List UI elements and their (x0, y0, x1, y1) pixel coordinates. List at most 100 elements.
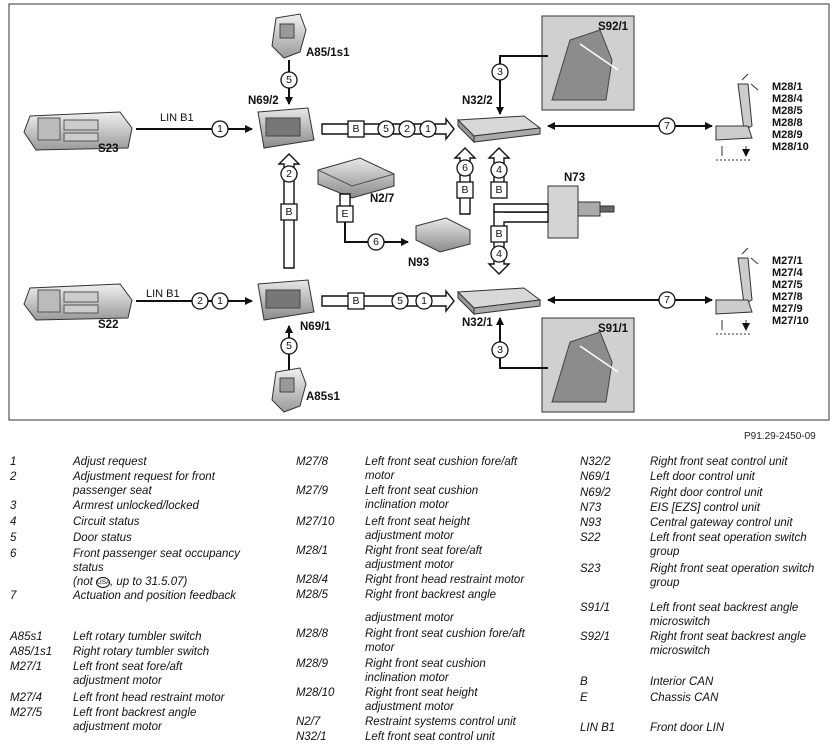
seat-control-unit-left (456, 287, 542, 316)
svg-text:1: 1 (421, 295, 427, 307)
motor-list-left: M27/1 M27/4 M27/5 M27/8 M27/9 M27/10 (772, 255, 809, 327)
restraint-control-unit (317, 157, 395, 199)
label-s92-1: S92/1 (598, 21, 629, 33)
signal-number: 4 (490, 245, 508, 263)
svg-text:B: B (495, 228, 502, 240)
svg-text:M28/9: M28/9 (772, 129, 803, 141)
label-n2-7: N2/7 (370, 193, 394, 205)
label-s91-1: S91/1 (598, 323, 629, 335)
svg-text:B: B (461, 184, 468, 196)
svg-text:M27/10: M27/10 (772, 315, 809, 327)
svg-text:3: 3 (497, 344, 503, 356)
signal-numbers: 1 2 1 5 5 2 5 2 1 5 1 6 6 4 4 3 3 7 7 (191, 63, 676, 359)
figure-reference: P91.29-2450-09 (744, 431, 816, 442)
bus-tag-b: B (490, 181, 508, 199)
svg-text:2: 2 (286, 168, 292, 180)
svg-text:M28/5: M28/5 (772, 105, 803, 117)
signal-number: 2 (191, 292, 209, 310)
svg-text:6: 6 (462, 162, 468, 174)
signal-number: 1 (211, 120, 229, 138)
svg-text:B: B (352, 123, 359, 135)
label-n69-2: N69/2 (248, 95, 279, 107)
svg-text:2: 2 (404, 123, 410, 135)
svg-text:B: B (495, 184, 502, 196)
door-control-unit-right (257, 107, 315, 149)
svg-text:B: B (285, 206, 292, 218)
block-diagram: S23 S22 A85/1s1 A85s1 N69/2 N69/1 N2/7 N… (8, 3, 830, 421)
usa-badge-icon: USA (96, 577, 111, 588)
label-n32-1: N32/1 (462, 317, 493, 329)
diagram-frame (8, 3, 830, 421)
signal-number: 6 (456, 159, 474, 177)
svg-text:M28/8: M28/8 (772, 117, 803, 129)
svg-text:B: B (352, 295, 359, 307)
svg-text:3: 3 (497, 66, 503, 78)
svg-text:M27/1: M27/1 (772, 255, 803, 267)
signal-number: 5 (280, 71, 298, 89)
label-n69-1: N69/1 (300, 321, 331, 333)
label-s23: S23 (98, 143, 118, 155)
backrest-microswitch-left-photo (541, 317, 635, 413)
svg-text:5: 5 (286, 74, 292, 86)
svg-text:1: 1 (425, 123, 431, 135)
bus-tag-b: B (280, 203, 298, 221)
svg-text:4: 4 (496, 164, 502, 176)
signal-number: 5 (280, 337, 298, 355)
signal-number: 1 (415, 292, 433, 310)
legend-item-continued: adjustment motor (365, 612, 454, 624)
signal-number: 6 (367, 233, 385, 251)
right-seat-icon (715, 73, 759, 160)
signal-number: 3 (491, 341, 509, 359)
signal-number: 1 (211, 292, 229, 310)
svg-text:7: 7 (664, 294, 670, 306)
label-s22: S22 (98, 319, 118, 331)
svg-text:1: 1 (217, 123, 223, 135)
signal-number: 7 (658, 117, 676, 135)
seat-control-unit-right (456, 115, 542, 144)
label-n73: N73 (564, 172, 585, 184)
motor-list-right: M28/1 M28/4 M28/5 M28/8 M28/9 M28/10 (772, 81, 809, 153)
svg-text:7: 7 (664, 120, 670, 132)
svg-text:M27/4: M27/4 (772, 267, 803, 279)
svg-text:M28/1: M28/1 (772, 81, 803, 93)
label-n32-2: N32/2 (462, 95, 493, 107)
signal-number: 4 (490, 161, 508, 179)
signal-number: 2 (398, 120, 416, 138)
central-gateway-unit (415, 217, 471, 253)
svg-text:M27/9: M27/9 (772, 303, 803, 315)
svg-text:E: E (341, 208, 348, 220)
bus-tag-b: B (347, 120, 365, 138)
bus-tag-b: B (456, 181, 474, 199)
svg-text:5: 5 (397, 295, 403, 307)
svg-text:M27/8: M27/8 (772, 291, 803, 303)
svg-text:6: 6 (373, 236, 379, 248)
ignition-switch-unit (547, 185, 615, 239)
svg-text:M28/4: M28/4 (772, 93, 803, 105)
bus-tag-e: E (336, 205, 354, 223)
signal-number: 3 (491, 63, 509, 81)
bus-tag-b: B (347, 292, 365, 310)
lin-label-top: LIN B1 (160, 112, 194, 124)
svg-text:1: 1 (217, 295, 223, 307)
left-seat-icon (715, 247, 759, 334)
bus-tag-b: B (490, 225, 508, 243)
door-control-unit-left (257, 279, 315, 321)
svg-text:M28/10: M28/10 (772, 141, 809, 153)
svg-text:5: 5 (286, 340, 292, 352)
seat-switch-s23 (23, 111, 133, 151)
bus-tags: B B B B B B E (280, 120, 508, 310)
svg-text:4: 4 (496, 248, 502, 260)
svg-text:M27/5: M27/5 (772, 279, 803, 291)
lin-label-bottom: LIN B1 (146, 288, 180, 300)
backrest-microswitch-right-photo (541, 15, 635, 111)
seat-switch-s22 (23, 283, 133, 321)
signal-number: 7 (658, 291, 676, 309)
signal-number: 1 (419, 120, 437, 138)
legend-note-usa: (not USA, up to 31.5.07) (73, 576, 188, 588)
svg-text:2: 2 (197, 295, 203, 307)
label-a85s1: A85s1 (306, 391, 340, 403)
label-a85-1s1: A85/1s1 (306, 47, 350, 59)
svg-text:5: 5 (383, 123, 389, 135)
label-n93: N93 (408, 257, 429, 269)
